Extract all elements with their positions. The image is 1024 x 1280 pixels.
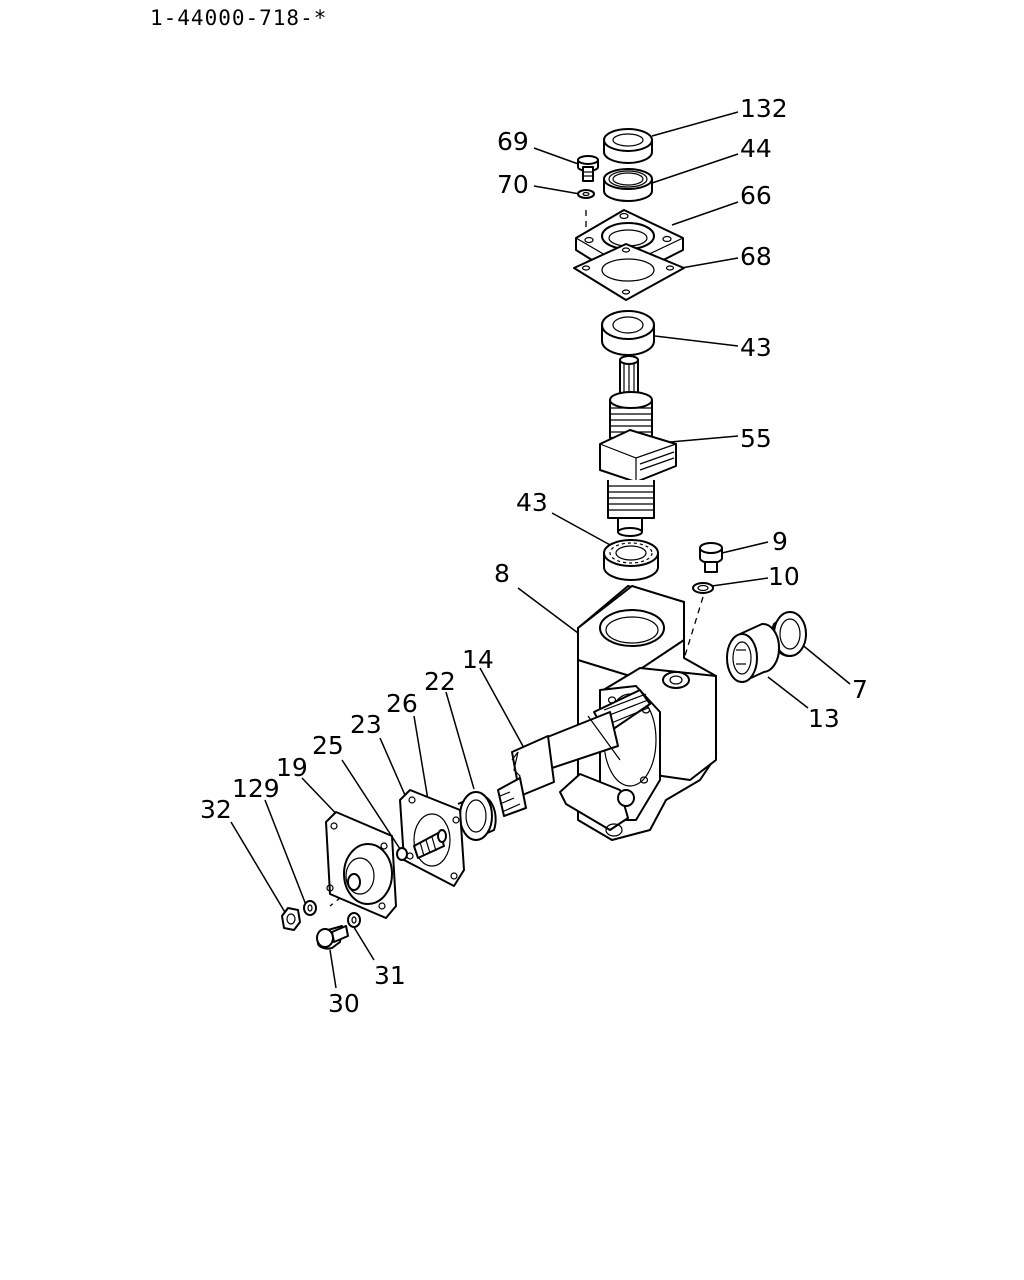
- part-label-55: 55: [740, 424, 772, 453]
- part-label-22: 22: [424, 667, 456, 696]
- part-labels: 132 69 44 70 66 68 43 55 43 9 8 10 7 13 …: [200, 94, 868, 1018]
- part-label-30: 30: [328, 989, 360, 1018]
- part-label-44: 44: [740, 134, 772, 163]
- part-44-bearing: [603, 168, 653, 202]
- part-label-66: 66: [740, 181, 772, 210]
- part-label-132: 132: [740, 94, 788, 123]
- part-label-23: 23: [350, 710, 382, 739]
- part-label-10: 10: [768, 562, 800, 591]
- part-69-bolt: [577, 155, 599, 182]
- part-label-69: 69: [497, 127, 529, 156]
- part-43-lower-bearing: [603, 539, 659, 581]
- drawing-number: 1-44000-718-*: [150, 6, 328, 30]
- part-label-19: 19: [276, 753, 308, 782]
- part-label-14: 14: [462, 645, 494, 674]
- part-14-worm-shaft: [497, 689, 651, 817]
- part-label-43-lower: 43: [516, 488, 548, 517]
- part-129-washer: [303, 900, 317, 916]
- part-30-bolt: [316, 925, 349, 950]
- part-32-nut: [281, 907, 301, 931]
- part-70-washer: [577, 189, 595, 199]
- part-43-upper-bearing: [601, 310, 655, 356]
- part-label-70: 70: [497, 170, 529, 199]
- part-label-7: 7: [852, 675, 868, 704]
- part-label-25: 25: [312, 731, 344, 760]
- part-label-9: 9: [772, 527, 788, 556]
- part-label-8: 8: [494, 559, 510, 588]
- part-label-13: 13: [808, 704, 840, 733]
- part-9-plug: [699, 542, 723, 573]
- part-label-32: 32: [200, 795, 232, 824]
- part-label-129: 129: [232, 774, 280, 803]
- part-label-68: 68: [740, 242, 772, 271]
- part-label-43-upper: 43: [740, 333, 772, 362]
- part-label-31: 31: [374, 961, 406, 990]
- part-68-gasket: [573, 243, 685, 301]
- part-10-washer: [692, 582, 714, 594]
- part-23-screw: [413, 829, 447, 859]
- part-31-washer: [347, 912, 361, 928]
- part-label-26: 26: [386, 689, 418, 718]
- part-55-shaft: [599, 355, 677, 537]
- part-8-housing: [559, 585, 717, 841]
- part-132-seal: [603, 128, 653, 164]
- part-19-side-cover: [325, 811, 397, 919]
- part-22-bearing: [457, 791, 497, 841]
- part-25-washer: [396, 847, 408, 861]
- assembly-axis: [679, 596, 704, 673]
- part-13-bearing: [726, 622, 781, 683]
